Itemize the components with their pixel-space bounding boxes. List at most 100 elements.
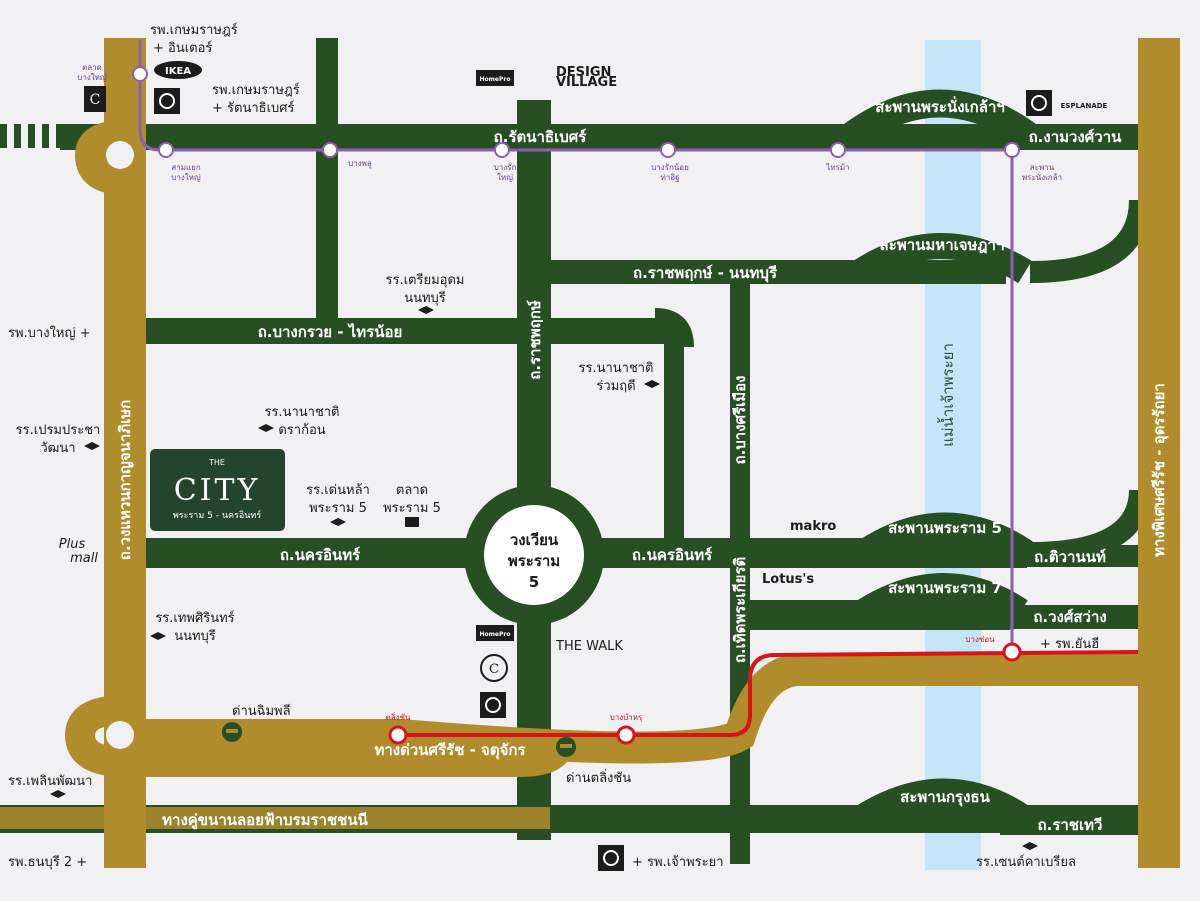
place-the-walk: THE WALK <box>555 639 623 654</box>
place-kasemrad-inter-2: + อินเตอร์ <box>153 40 212 56</box>
railway-track <box>0 124 63 148</box>
station-sai-ma <box>830 142 846 158</box>
label-bangkruai-sainoi: ถ.บางกรวย - ไทรน้อย <box>258 322 403 341</box>
place-lotus: Lotus's <box>762 572 814 587</box>
red-line <box>398 650 1139 737</box>
road-borommaratchachonnani-gold <box>0 807 550 829</box>
place-prempracha-2: วัฒนา <box>40 441 75 456</box>
place-dan-taling-chan: ด่านตลิ่งชัน <box>566 769 631 786</box>
stn-bang-phlu: บางพลู <box>348 159 372 169</box>
hospital-icon <box>480 692 506 718</box>
market-icon: C <box>84 86 106 112</box>
project-badge: THE CITY พระราม 5 - นครอินทร์ <box>150 449 285 531</box>
road-bangkruai-sainoi <box>137 318 677 344</box>
bridge-rama5 <box>857 512 1033 565</box>
stn-sai-ma: ไทรม้า <box>825 163 849 172</box>
station-sam-yaek-bangyai <box>158 142 174 158</box>
roundabout-line1: วงเวียน <box>510 531 559 549</box>
road-wong-sawang <box>1000 605 1140 629</box>
svg-text:C: C <box>489 662 499 677</box>
place-design-village-2: VILLAGE <box>556 75 617 90</box>
project-the: THE <box>208 458 225 467</box>
label-ratchaphruek-nonthaburi: ถ.ราชพฤกษ์ - นนทบุรี <box>633 264 778 283</box>
station-bang-rak-noi <box>660 142 676 158</box>
road-ratchaphruek-nonthaburi <box>551 260 1006 284</box>
place-dan-chimphli: ด่านฉิมพลี <box>232 703 291 719</box>
school-icon <box>330 518 346 526</box>
station-taling-chan <box>388 725 408 745</box>
place-plus-mall-1: Plus <box>59 537 86 552</box>
place-prempracha-1: รร.เปรมประชา <box>16 423 101 438</box>
interchange-bottom <box>106 721 134 749</box>
place-ruamrudee-2: ร่วมฤดี <box>596 378 635 394</box>
project-name: CITY <box>174 473 261 508</box>
stn-bang-rak-noi-1: บางรักน้อย <box>651 163 689 172</box>
stn-taling-chan: ตลิ่งชัน <box>386 711 411 722</box>
label-rattanathibet: ถ.รัตนาธิเบศร์ <box>494 128 588 146</box>
place-talad-rama5-2: พระราม 5 <box>383 501 441 516</box>
svg-text:HomePro: HomePro <box>480 631 511 638</box>
place-dragon-2: ดราก้อน <box>278 423 325 438</box>
interchange-top <box>106 141 134 169</box>
svg-text:C: C <box>90 92 101 108</box>
stn-saphan-1: สะพาน <box>1030 163 1055 172</box>
station-bang-rak-yai <box>494 142 510 158</box>
school-icon <box>258 424 274 432</box>
place-kasemrad-inter-1: รพ.เกษมราษฎร์ <box>150 22 238 38</box>
label-ratchaphruek: ถ.ราชพฤกษ์ <box>526 300 544 380</box>
label-tiwanon: ถ.ติวานนท์ <box>1034 548 1106 566</box>
stn-bang-rak-yai-1: บางรัก <box>494 163 517 172</box>
bridge-krung-thon <box>852 778 1033 832</box>
place-thepsirin-1: รร.เทพศิรินทร์ <box>155 610 234 626</box>
school-icons <box>50 306 1038 850</box>
label-ngamwongwan: ถ.งามวงศ์วาน <box>1029 128 1123 146</box>
stn-talad-bangyai-2: บางใหญ่ <box>77 73 107 82</box>
school-icon <box>50 790 66 798</box>
roundabout-line2: พระราม <box>508 552 560 570</box>
label-bang-si-mueang: ถ.บางศรีเมือง <box>731 376 749 465</box>
label-nakhon-in-west: ถ.นครอินทร์ <box>280 546 361 564</box>
stn-sam-yaek-2: บางใหญ่ <box>171 173 201 182</box>
label-river: แม่น้ำเจ้าพระยา <box>937 343 957 447</box>
road-connector <box>664 340 684 540</box>
road-bangphlu-vertical <box>316 38 338 333</box>
shop-icon <box>405 517 419 527</box>
road-ratchaphruek <box>517 100 551 840</box>
station-bang-bamru <box>616 725 636 745</box>
place-kasemrad-ratt-1: รพ.เกษมราษฎร์ <box>212 82 300 98</box>
bridge-phra-nang-klao <box>841 89 1039 149</box>
roundabout-line3: 5 <box>529 573 539 591</box>
hospital-icon <box>598 845 624 871</box>
school-icon <box>150 632 166 640</box>
bridge-rama7 <box>857 573 1028 625</box>
homepro-logo-bottom: HomePro <box>476 625 514 641</box>
label-srirat-chatuchak: ทางด่วนศรีรัช - จตุจักร <box>375 741 527 760</box>
stn-saphan-2: พระนั่งเกล้า <box>1022 171 1062 182</box>
red-stations <box>388 642 1022 745</box>
place-thonburi2: รพ.ธนบุรี 2 + <box>8 854 87 870</box>
place-makro: makro <box>790 519 836 534</box>
place-yanhee: + รพ.ยันฮี <box>1040 636 1099 652</box>
label-bridge-krung-thon: สะพานกรุงธน <box>900 788 990 807</box>
place-bangyai-hospital: รพ.บางใหญ่ + <box>8 325 91 341</box>
purple-stations <box>132 66 1020 158</box>
station-saphan-phra-nang-klao <box>1004 142 1020 158</box>
toll-icon <box>222 722 242 742</box>
place-triam-udom-1: รร.เตรียมอุดม <box>386 272 465 288</box>
place-plus-mall-2: mall <box>70 551 98 566</box>
school-icon <box>644 380 660 388</box>
place-ruamrudee-1: รร.นานาชาติ <box>578 361 653 376</box>
station-bang-phlu <box>322 142 338 158</box>
place-st-carabao: รร.เซนต์คาเบรียล <box>976 854 1076 870</box>
places: รพ.เกษมราษฎร์ + อินเตอร์ รพ.เกษมราษฎร์ +… <box>8 22 1099 870</box>
road-rattanathibet <box>60 124 1140 150</box>
place-chaophraya-hospital: + รพ.เจ้าพระยา <box>632 855 724 870</box>
place-denla-1: รร.เด่นหล้า <box>306 483 370 498</box>
school-icon <box>418 306 434 314</box>
toll-icon <box>556 737 576 757</box>
chao-phraya-river <box>925 40 981 870</box>
hospital-icon <box>1026 90 1052 116</box>
project-subtitle: พระราม 5 - นครอินทร์ <box>173 509 261 521</box>
label-bridge-maha-chesadabodin: สะพานมหาเจษฎาฯ <box>880 236 1005 254</box>
